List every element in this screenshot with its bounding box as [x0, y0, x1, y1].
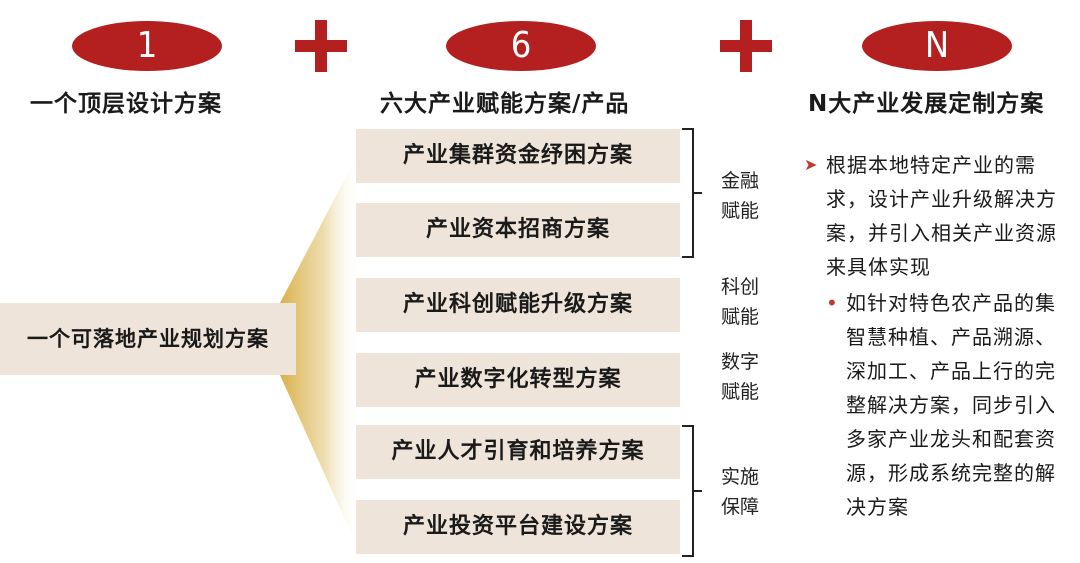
item-investment-platform: 产业投资平台建设方案	[356, 500, 680, 554]
heading-top-level-design: 一个顶层设计方案	[30, 91, 222, 117]
sub-text: 如针对特色农产品的集智慧种植、产品溯源、深加工、产品上行的完整解决方案，同步引入…	[846, 291, 1056, 519]
lead-text: 根据本地特定产业的需求，设计产业升级解决方案，并引入相关产业资源来具体实现	[826, 153, 1057, 279]
label-finance-line1: 金融	[720, 170, 759, 192]
heading-n-custom-plans: N大产业发展定制方案	[808, 91, 1045, 117]
item-capital-investment: 产业资本招商方案	[356, 203, 680, 257]
custom-plan-description: ➤ 根据本地特定产业的需求，设计产业升级解决方案，并引入相关产业资源来具体实现 …	[804, 148, 1074, 524]
bracket-finance	[682, 128, 702, 258]
label-tech-line2: 赋能	[720, 306, 759, 328]
label-finance-line2: 赋能	[720, 200, 759, 222]
dot-bullet-icon: •	[826, 291, 838, 315]
heading-six-empowerment: 六大产业赋能方案/产品	[380, 91, 630, 117]
label-implementation: 实施 保障	[716, 462, 764, 522]
item-talent: 产业人才引育和培养方案	[356, 425, 680, 479]
bracket-implementation	[682, 425, 702, 557]
item-tech-upgrade: 产业科创赋能升级方案	[356, 278, 680, 332]
pill-6: 6	[446, 21, 596, 71]
label-digital-line2: 赋能	[720, 381, 759, 403]
landing-plan-box: 一个可落地产业规划方案	[0, 303, 296, 375]
pill-1: 1	[72, 21, 222, 71]
item-cluster-funding: 产业集群资金纾困方案	[356, 129, 680, 183]
plus-icon	[720, 20, 772, 72]
label-digital: 数字 赋能	[716, 347, 764, 407]
arrow-bullet-icon: ➤	[804, 155, 818, 174]
label-digital-line1: 数字	[720, 351, 759, 373]
label-tech-line1: 科创	[720, 276, 759, 298]
label-implementation-line2: 保障	[720, 496, 759, 518]
label-implementation-line1: 实施	[720, 466, 759, 488]
label-tech: 科创 赋能	[716, 272, 764, 332]
pill-n: N	[862, 21, 1012, 71]
plus-icon	[295, 20, 347, 72]
item-digital-transform: 产业数字化转型方案	[356, 353, 680, 407]
label-finance: 金融 赋能	[716, 166, 764, 226]
